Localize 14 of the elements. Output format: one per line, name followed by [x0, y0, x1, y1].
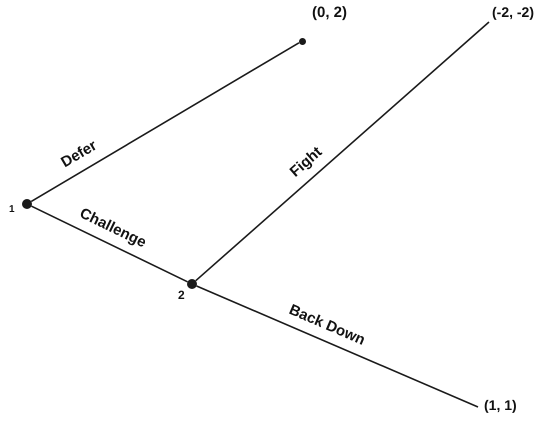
decision-dot — [187, 279, 197, 289]
player-label: 2 — [178, 288, 185, 302]
edge-label: Back Down — [286, 300, 368, 348]
branch-line — [30, 42, 300, 202]
payoff-text: (0, 2) — [312, 4, 348, 21]
branch-line — [195, 21, 490, 282]
edge-label: Defer — [58, 137, 100, 172]
branch-line — [196, 285, 478, 408]
branch-line — [31, 205, 188, 283]
decision-dot — [298, 38, 306, 44]
player-label: 1 — [9, 204, 15, 215]
payoff-text: (1, 1) — [484, 397, 517, 413]
decision-dot — [22, 199, 32, 209]
payoff-text: (-2, -2) — [492, 4, 534, 20]
